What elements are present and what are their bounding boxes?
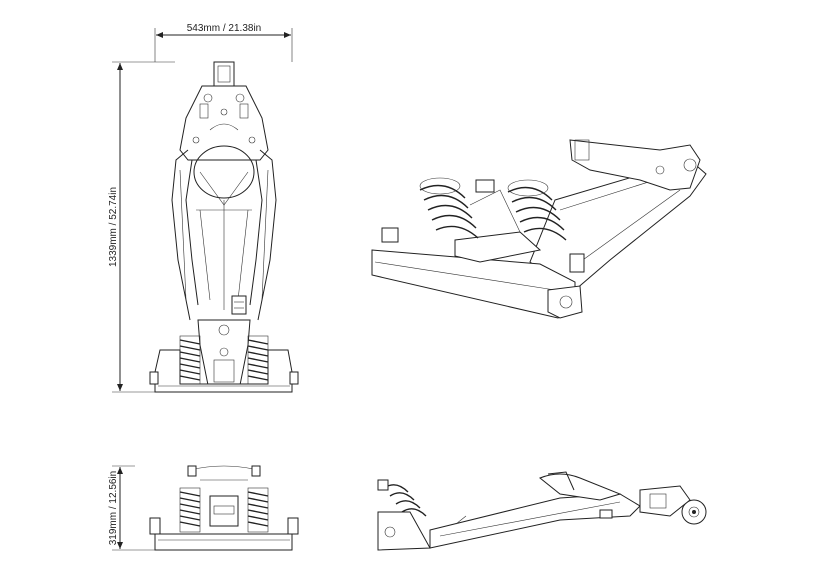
side-view (377, 471, 707, 551)
top-view-right-spring (247, 335, 269, 385)
height-dimension: 319mm / 12.56in (108, 465, 155, 551)
isometric-view (371, 139, 707, 319)
top-view (149, 61, 299, 393)
top-view-left-spring (179, 335, 201, 385)
width-dimension-label: 543mm / 21.38in (187, 23, 262, 34)
rear-view-right-spring (247, 487, 269, 533)
height-dimension-label: 319mm / 12.56in (108, 471, 119, 546)
rear-view (149, 465, 299, 551)
length-dimension-label: 1339mm / 52.74in (108, 187, 119, 267)
width-dimension: 543mm / 21.38in (154, 23, 293, 62)
side-view-front-wheel (681, 499, 707, 525)
length-dimension: 1339mm / 52.74in (108, 61, 175, 393)
iso-left-spring (419, 177, 479, 239)
side-view-spring (377, 479, 427, 517)
iso-right-spring (507, 179, 567, 241)
rear-view-left-spring (179, 487, 201, 533)
